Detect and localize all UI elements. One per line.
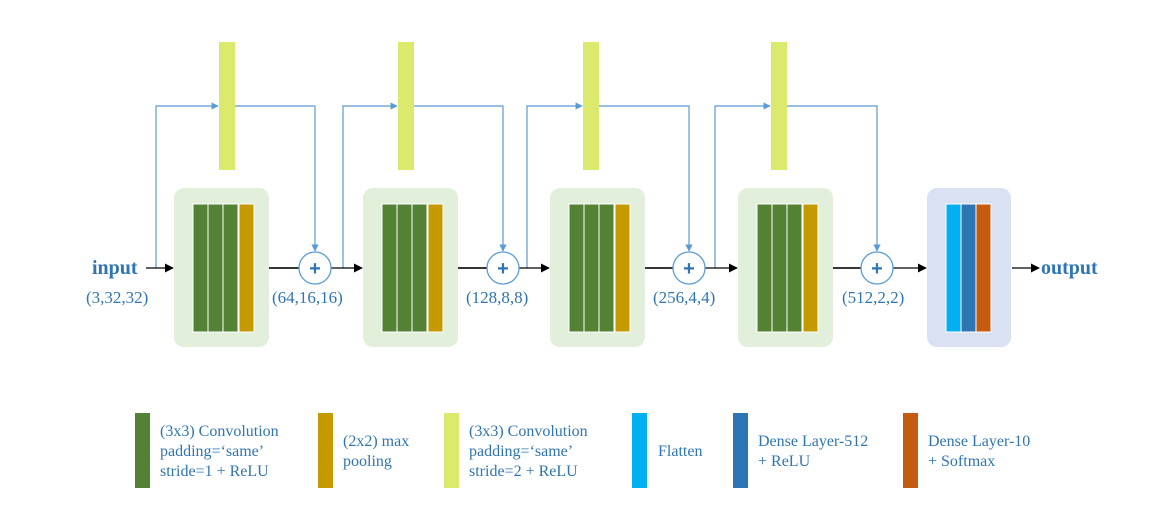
add-circle <box>486 251 520 285</box>
legend-swatch <box>903 413 918 488</box>
legend-text: Dense Layer-10 <box>928 433 1030 450</box>
classifier-head <box>927 188 1011 347</box>
skip-connection-out <box>414 105 507 252</box>
conv-block-2 <box>363 188 458 347</box>
legend-text: stride=1 + ReLU <box>160 463 269 480</box>
stride2-conv-bar <box>771 42 787 170</box>
skip-connection-in <box>526 102 583 268</box>
add-node-1: + <box>298 251 332 285</box>
add-symbol: + <box>871 258 883 280</box>
maxpool-bar <box>427 203 444 333</box>
skip-connection-out <box>787 105 881 252</box>
skip-connection-out <box>235 105 319 252</box>
stride2-conv-bar <box>583 42 599 170</box>
legend-text: (3x3) Convolution <box>160 423 279 440</box>
maxpool-bar <box>614 203 631 333</box>
conv-layer-bar <box>222 203 239 333</box>
add-node-4: + <box>860 251 894 285</box>
conv-layer-bar <box>381 203 398 333</box>
legend-text: pooling <box>343 453 392 470</box>
conv-layer-bar <box>771 203 788 333</box>
shape-label-input: (3,32,32) <box>86 288 148 307</box>
add-circle <box>860 251 894 285</box>
shape-label-block-4: (512,2,2) <box>842 288 904 307</box>
add-symbol: + <box>497 258 509 280</box>
input-label: input <box>92 257 138 279</box>
legend-text: Flatten <box>658 443 702 460</box>
shape-label-block-2: (128,8,8) <box>466 288 528 307</box>
add-circle <box>672 251 706 285</box>
legend-swatch <box>632 413 647 488</box>
legend-text: padding=‘same’ <box>160 443 264 460</box>
legend-text: Dense Layer-512 <box>758 433 868 450</box>
legend-swatch <box>444 413 459 488</box>
stride2-conv-bar <box>219 42 235 170</box>
maxpool-bar <box>238 203 255 333</box>
legend-item-3: (3x3) Convolution padding=‘same’ stride=2 … <box>444 413 588 488</box>
legend-text: (3x3) Convolution <box>469 423 588 440</box>
stride2-conv-bar <box>398 42 414 170</box>
skip-connection-in <box>714 102 771 268</box>
add-node-2: + <box>486 251 520 285</box>
skip-connection-in <box>155 102 219 268</box>
skip-connection-in <box>342 102 398 268</box>
legend-text: (2x2) max <box>343 433 409 450</box>
legend-text: stride=2 + ReLU <box>469 463 578 480</box>
conv-layer-bar <box>786 203 803 333</box>
legend-item-2: (2x2) max pooling <box>318 413 409 488</box>
maxpool-bar <box>802 203 819 333</box>
legend-swatch <box>733 413 748 488</box>
dense-512-bar <box>960 203 977 333</box>
add-node-3: + <box>672 251 706 285</box>
legend-item-1: (3x3) Convolution padding=‘same’ stride=1 … <box>135 413 279 488</box>
legend-text: + ReLU <box>758 453 811 470</box>
conv-layer-bar <box>411 203 428 333</box>
legend-swatch <box>135 413 150 488</box>
conv-block-4 <box>738 188 833 347</box>
shape-label-block-3: (256,4,4) <box>653 288 715 307</box>
conv-block-3 <box>550 188 645 347</box>
conv-layer-bar <box>192 203 209 333</box>
add-circle <box>298 251 332 285</box>
legend-text: padding=‘same’ <box>469 443 573 460</box>
legend-item-6: Dense Layer-10 + Softmax <box>903 413 1030 488</box>
legend-swatch <box>318 413 333 488</box>
conv-layer-bar <box>756 203 773 333</box>
legend-item-5: Dense Layer-512 + ReLU <box>733 413 868 488</box>
shape-label-block-1: (64,16,16) <box>272 288 343 307</box>
conv-block-1 <box>174 188 269 347</box>
conv-layer-bar <box>396 203 413 333</box>
legend-item-4: Flatten <box>632 413 702 488</box>
add-symbol: + <box>683 258 695 280</box>
conv-layer-bar <box>207 203 224 333</box>
conv-layer-bar <box>598 203 615 333</box>
add-symbol: + <box>309 258 321 280</box>
flatten-bar <box>945 203 962 333</box>
skip-connection-out <box>599 105 693 252</box>
dense-10-bar <box>975 203 992 333</box>
conv-layer-bar <box>583 203 600 333</box>
legend-text: + Softmax <box>928 453 995 470</box>
output-label: output <box>1041 257 1098 279</box>
conv-layer-bar <box>568 203 585 333</box>
